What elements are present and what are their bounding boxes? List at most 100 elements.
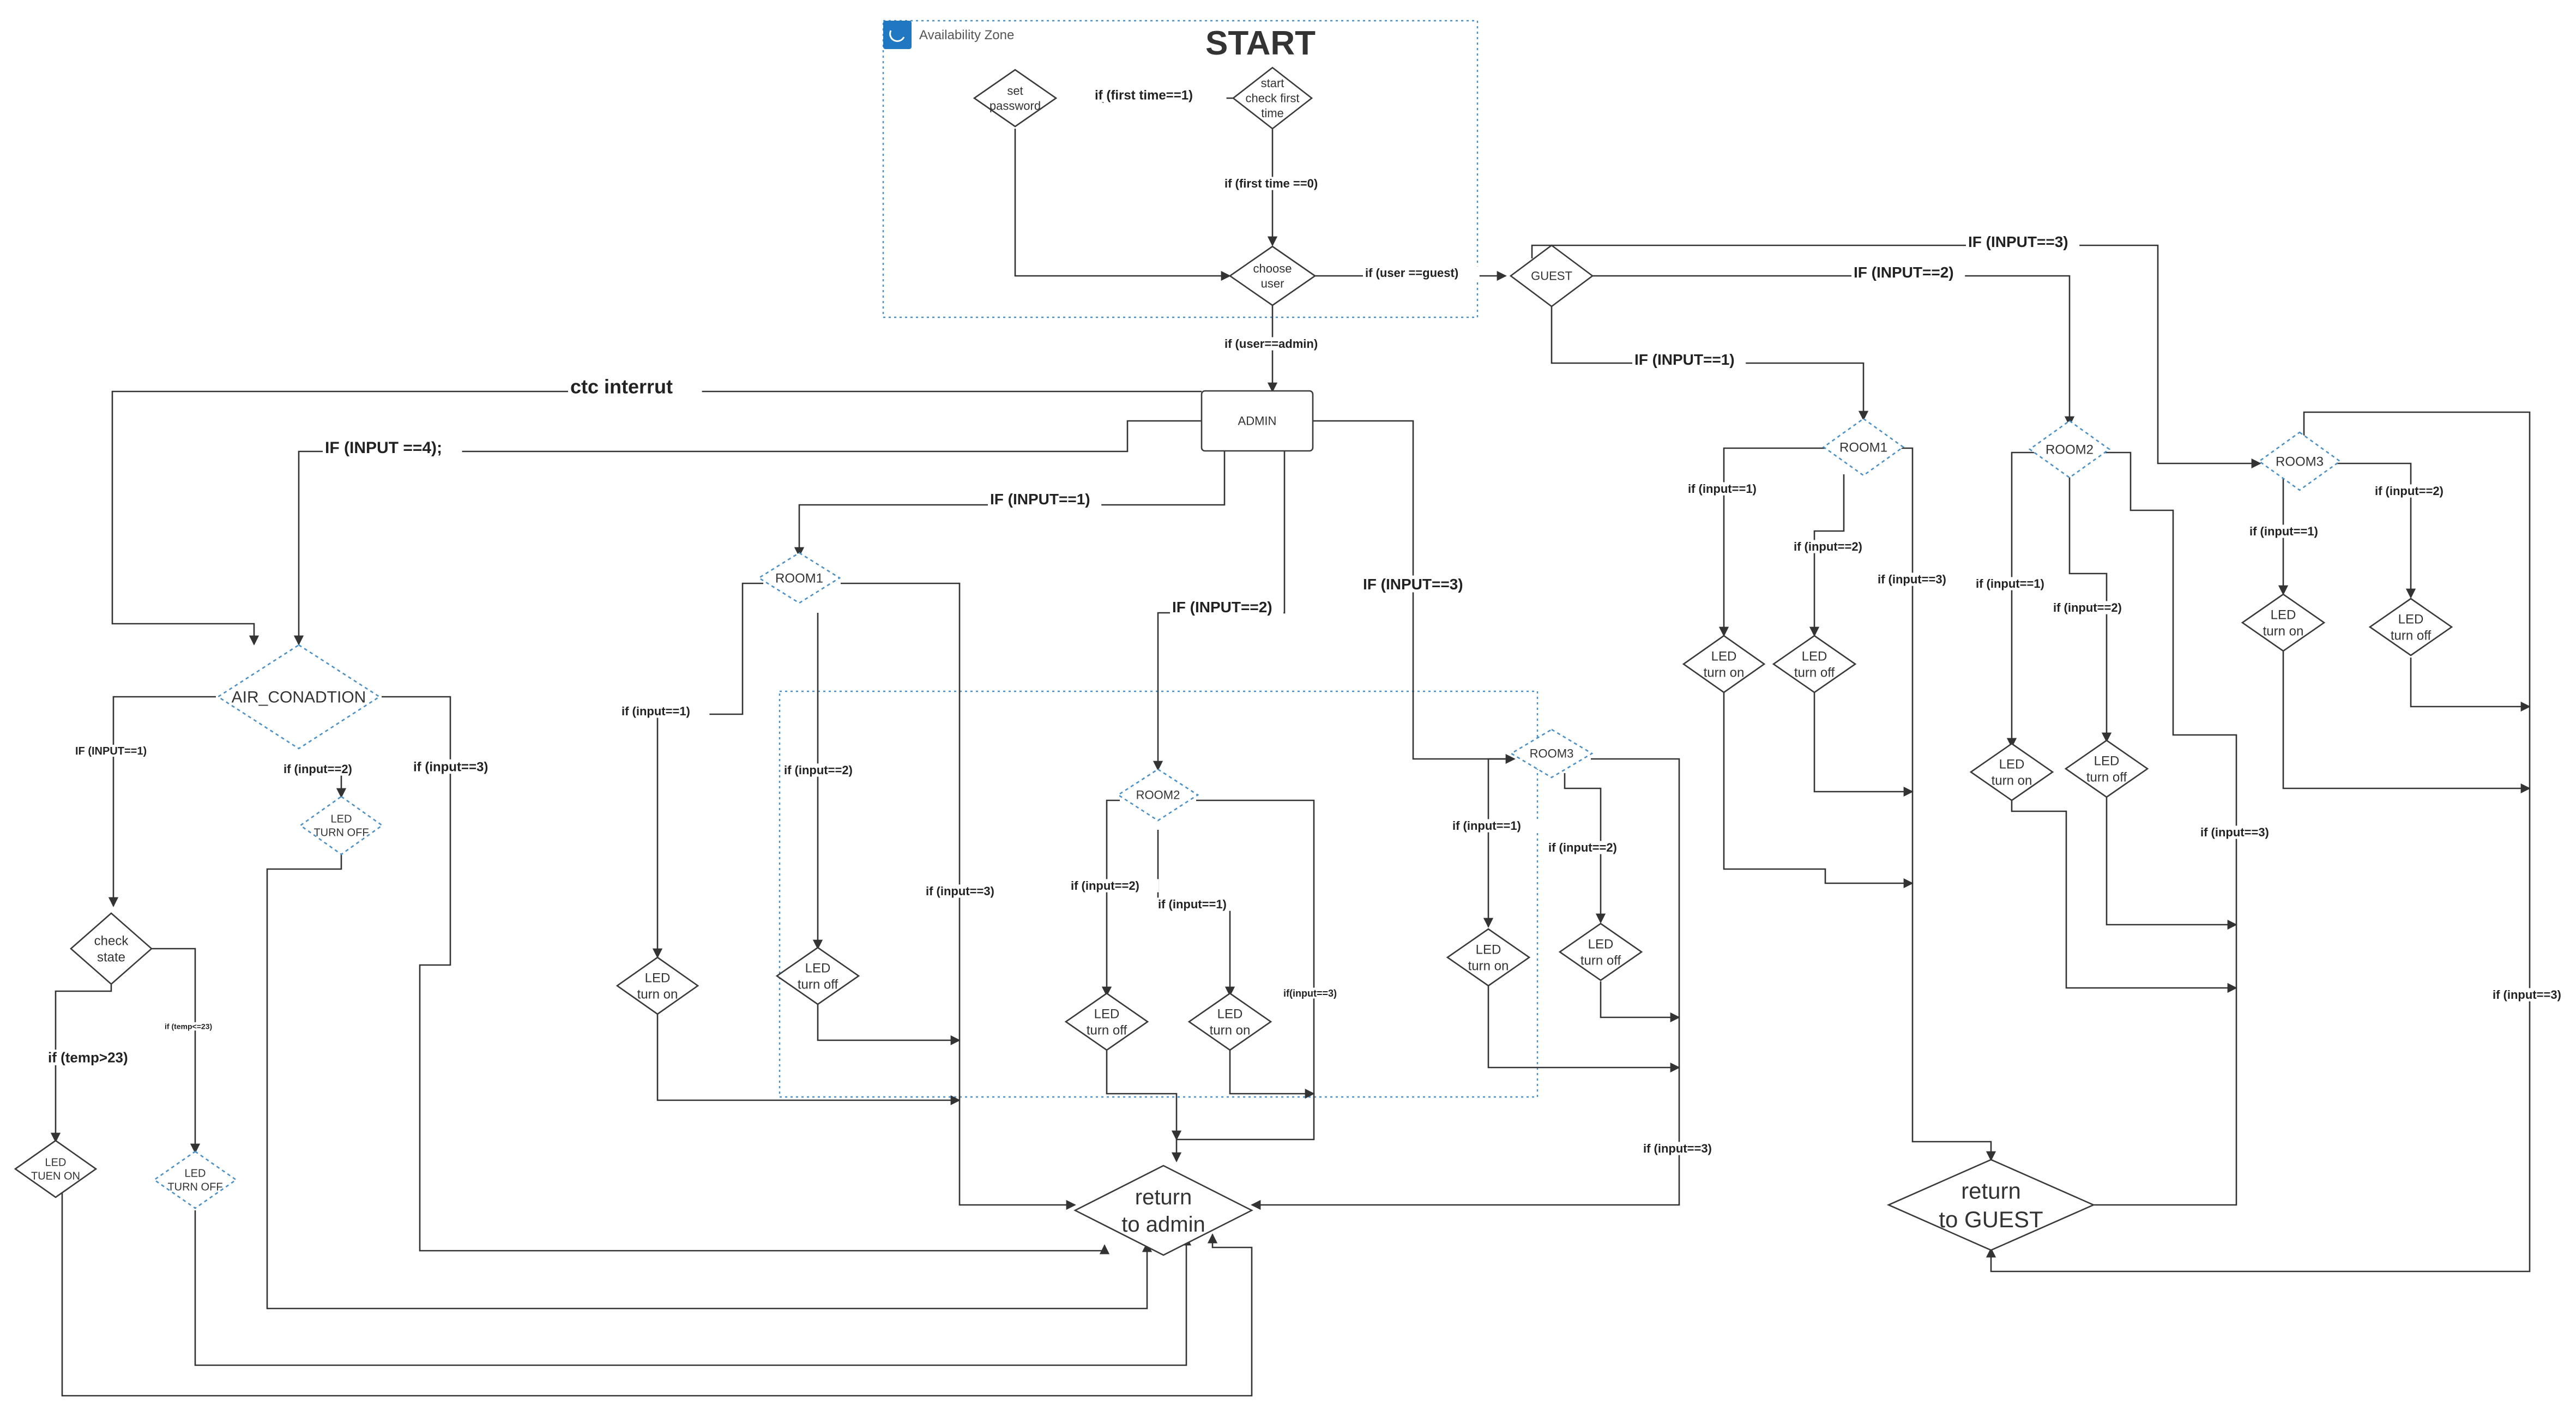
node-label: choose <box>1253 262 1292 275</box>
edge-label-ar3-in1: if (input==1) <box>1450 819 1541 833</box>
node-label: ROOM2 <box>1136 788 1180 802</box>
zone-region-icon <box>883 21 912 49</box>
w-gr1-in2 <box>1809 474 1845 637</box>
edge-label-g-input3: IF (INPUT==3) <box>1966 233 2080 250</box>
node-label: turn on <box>1210 1023 1251 1038</box>
node-g-room1[interactable]: ROOM1 <box>1822 418 1905 477</box>
edge-label-bg <box>1546 841 1637 854</box>
edge-label-bg <box>1170 598 1284 616</box>
w-ar3-off-out <box>1600 981 1680 1023</box>
node-label: turn off <box>798 977 838 992</box>
w-ctc <box>111 390 1202 646</box>
node-shape <box>616 956 699 1015</box>
node-shape <box>1822 418 1905 477</box>
node-shape <box>1558 922 1643 981</box>
node-shape <box>1064 992 1149 1051</box>
node-label: LED <box>45 1157 67 1169</box>
edge-label-bg <box>1222 337 1332 351</box>
node-g-room3[interactable]: ROOM3 <box>2258 431 2342 491</box>
node-label: turn off <box>1087 1023 1127 1038</box>
w-ar2-off-out <box>1106 1047 1182 1141</box>
w-in4 <box>293 420 1202 646</box>
edge-label-g-input1: IF (INPUT==1) <box>1632 351 1746 368</box>
node-label: LED <box>1476 942 1501 957</box>
node-a-room3[interactable]: ROOM3 <box>1510 728 1594 779</box>
node-g-r3-off[interactable]: LED turn off <box>2368 598 2453 656</box>
node-label: TUEN ON <box>31 1171 80 1183</box>
node-g-room2[interactable]: ROOM2 <box>2028 420 2111 479</box>
edge-label-text: if (input==3) <box>2200 825 2269 839</box>
w-gr2-in2 <box>2068 474 2112 743</box>
node-air[interactable]: AIR_CONADTION <box>216 644 381 750</box>
node-label: turn on <box>1992 773 2032 788</box>
node-label: turn off <box>1580 953 1621 968</box>
edge-label-bg <box>281 762 372 776</box>
edge-label-gr2-in1: if (input==1) <box>1974 577 2064 590</box>
node-label: user <box>1261 276 1284 290</box>
w-gr2-on-out <box>2011 799 2237 993</box>
edge-label-bg <box>988 490 1102 508</box>
node-led-tuen-on[interactable]: LED TUEN ON <box>14 1139 98 1198</box>
edge-label-bg <box>2373 484 2463 498</box>
w-gr2-off-out <box>2106 796 2237 930</box>
node-shape <box>1969 743 2054 801</box>
node-shape <box>2258 431 2342 491</box>
edge-label-text: IF (INPUT==1) <box>1634 351 1735 368</box>
node-label: turn off <box>2391 628 2432 643</box>
w-gr3-in2 <box>2320 462 2416 599</box>
edge-label-text: if (input==2) <box>1548 841 1617 854</box>
edge-label-text: IF (INPUT ==4); <box>325 439 442 457</box>
edge-label-bg <box>323 438 462 456</box>
room-group-zone <box>779 690 1539 1098</box>
node-label: turn on <box>2263 624 2304 638</box>
edge-label-bg <box>411 759 509 774</box>
w-chk-gt <box>50 985 112 1143</box>
node-shape <box>1073 1165 1253 1256</box>
node-a-room1[interactable]: ROOM1 <box>757 552 841 604</box>
node-label: LED <box>2094 753 2120 768</box>
w-gr3-off-out <box>2410 658 2531 712</box>
edge-label-text: if (input==1) <box>622 704 690 718</box>
edge-label-text: IF (INPUT==3) <box>1968 233 2068 250</box>
node-label: LED <box>185 1168 206 1180</box>
edge-label-text: if (input==3) <box>413 759 488 774</box>
edge-label-a-input1: IF (INPUT==1) <box>988 490 1102 508</box>
edge-label-bg <box>1966 233 2080 250</box>
node-guest[interactable]: GUEST <box>1509 244 1594 307</box>
edge-label-text: if(input==3) <box>1283 988 1337 999</box>
node-a-room2[interactable]: ROOM2 <box>1117 768 1199 822</box>
node-admin[interactable]: ADMIN <box>1200 390 1314 452</box>
edge-label-text: if (first time ==0) <box>1224 177 1318 190</box>
edge-label-bg <box>1361 575 1475 593</box>
node-label: LED <box>1802 649 1827 664</box>
w-gst-in2 <box>1591 275 2075 426</box>
node-shape <box>2028 420 2111 479</box>
node-label: turn on <box>637 987 678 1002</box>
edge-label-a-input2: IF (INPUT==2) <box>1170 598 1284 616</box>
w-ar3-in2 <box>1564 773 1606 924</box>
node-shape <box>153 1150 238 1209</box>
edge-label-bg <box>1156 897 1246 911</box>
node-label: LED <box>2398 612 2424 626</box>
edge-label-text: if (user==admin) <box>1224 337 1318 351</box>
node-label: return <box>1961 1178 2021 1203</box>
